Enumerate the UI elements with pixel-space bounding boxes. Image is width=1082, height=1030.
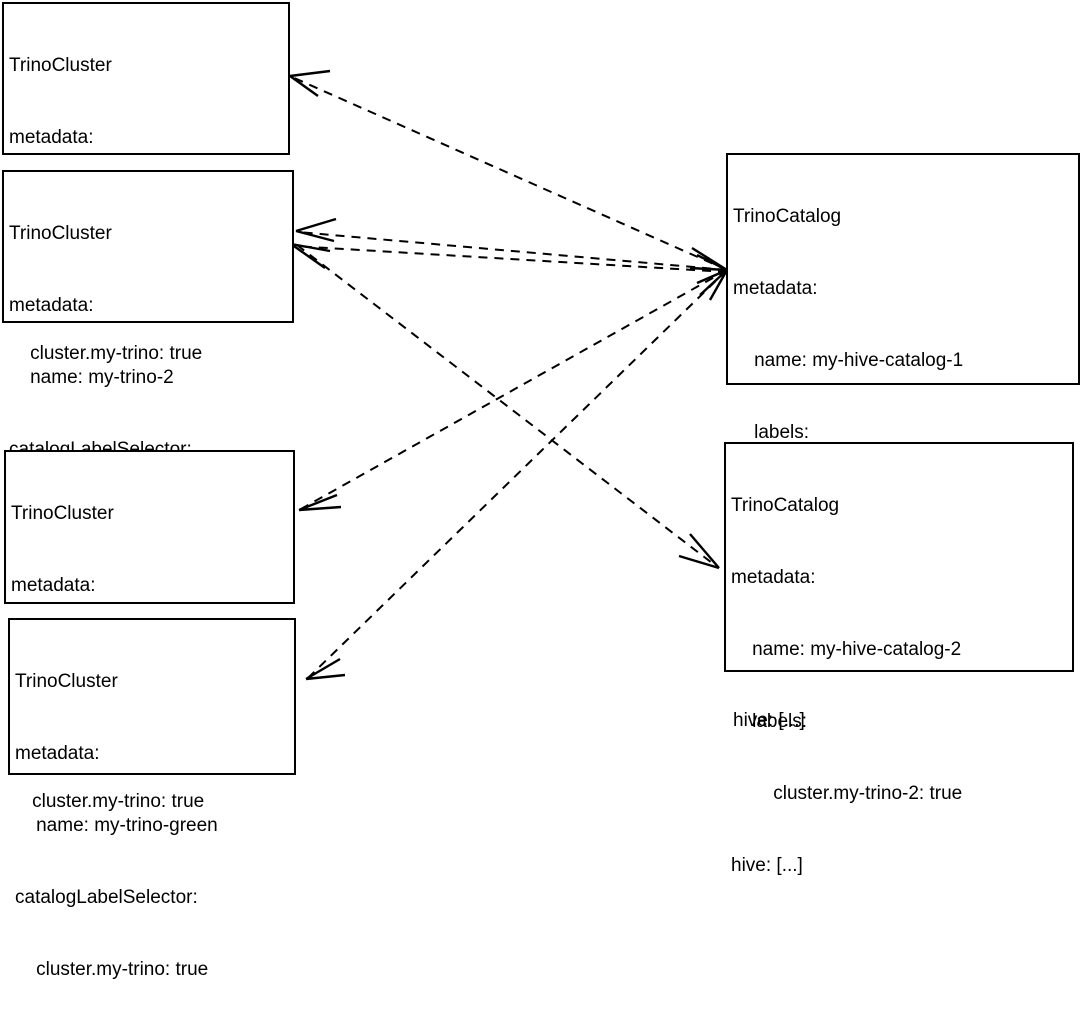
node-line: cluster.my-trino: true: [15, 959, 209, 980]
node-trinocatalog-my-hive-catalog-1[interactable]: TrinoCatalog metadata: name: my-hive-cat…: [726, 153, 1080, 731]
node-line: TrinoCluster: [15, 671, 118, 692]
edge-catalog1-to-my-trino-green: [305, 269, 728, 681]
node-line: TrinoCluster: [9, 223, 112, 244]
edge-catalog1-to-my-trino-2: [295, 217, 728, 271]
node-trinocatalog-my-hive-catalog-2-text: TrinoCatalog metadata: name: my-hive-cat…: [731, 446, 962, 926]
node-line: cluster.my-trino-2: true: [731, 783, 963, 804]
node-line: metadata:: [733, 278, 818, 299]
node-line: catalogLabelSelector:: [15, 887, 198, 908]
node-trinocluster-my-trino[interactable]: TrinoCluster metadata: name: my-trino ca…: [2, 2, 290, 364]
node-trinocluster-my-trino-blue[interactable]: TrinoCluster metadata: name: my-trino-bl…: [4, 450, 295, 812]
edge-catalog1-to-my-trino-blue: [298, 269, 728, 512]
node-line: name: my-hive-catalog-2: [731, 639, 962, 660]
node-trinocluster-my-trino-green[interactable]: TrinoCluster metadata: name: my-trino-gr…: [8, 618, 296, 980]
node-line: name: my-hive-catalog-1: [733, 350, 964, 371]
node-line: hive: [...]: [733, 710, 805, 731]
node-line: metadata:: [9, 127, 94, 148]
edge-my-trino-2-to-catalog2: [296, 244, 720, 570]
node-line: name: my-trino-green: [15, 815, 218, 836]
edge-catalog1-to-my-trino: [289, 69, 728, 271]
node-line: TrinoCatalog: [733, 206, 842, 227]
node-line: metadata:: [15, 743, 100, 764]
node-line: metadata:: [731, 567, 816, 588]
node-line: metadata:: [11, 575, 96, 596]
node-line: TrinoCatalog: [731, 495, 840, 516]
node-line: TrinoCluster: [9, 55, 112, 76]
node-line: cluster.my-trino: true: [9, 343, 203, 364]
node-line: labels:: [731, 711, 808, 732]
node-trinocatalog-my-hive-catalog-2[interactable]: TrinoCatalog metadata: name: my-hive-cat…: [724, 442, 1074, 876]
node-line: name: my-trino-2: [9, 367, 174, 388]
node-line: hive: [...]: [731, 855, 803, 876]
node-line: metadata:: [9, 295, 94, 316]
node-trinocluster-my-trino-green-text: TrinoCluster metadata: name: my-trino-gr…: [15, 622, 218, 1030]
node-line: labels:: [733, 422, 810, 443]
arrow-convergence-marks: [689, 246, 729, 301]
edge-catalog2-to-my-trino-2: [290, 242, 728, 273]
node-line: TrinoCluster: [11, 503, 114, 524]
node-trinocluster-my-trino-2[interactable]: TrinoCluster metadata: name: my-trino-2 …: [2, 170, 294, 532]
diagram-canvas: TrinoCluster metadata: name: my-trino ca…: [2, 2, 1080, 980]
